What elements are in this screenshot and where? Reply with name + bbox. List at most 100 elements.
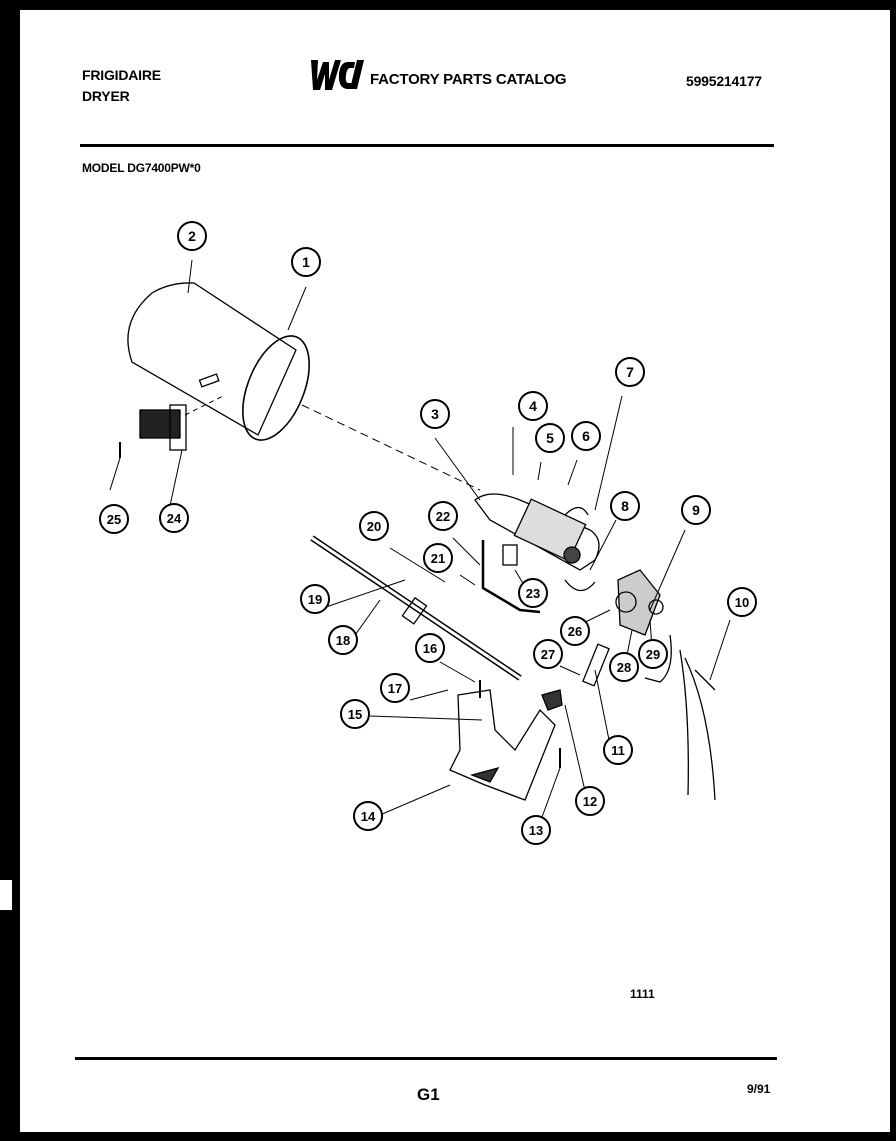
callout-number: 27 [541, 647, 555, 662]
callout-circle [533, 639, 563, 669]
callout-number: 21 [431, 551, 445, 566]
callout-14: 14 [353, 801, 383, 831]
callout-circle [423, 543, 453, 573]
callout-26: 26 [560, 616, 590, 646]
callout-circle [575, 786, 605, 816]
wci-logo [311, 60, 364, 90]
callout-5: 5 [535, 423, 565, 453]
callout-number: 16 [423, 641, 437, 656]
callout-21: 21 [423, 543, 453, 573]
callout-20: 20 [359, 511, 389, 541]
callout-number: 22 [436, 509, 450, 524]
callout-circle [159, 503, 189, 533]
callout-circle [328, 625, 358, 655]
callout-13: 13 [521, 815, 551, 845]
callout-17: 17 [380, 673, 410, 703]
callout-number: 14 [361, 809, 376, 824]
callout-number: 19 [308, 592, 322, 607]
callout-23: 23 [518, 578, 548, 608]
drum-slot [198, 373, 220, 388]
catalog-sheet: FRIGIDAIRE DRYER FACTORY PARTS CATALOG 5… [20, 10, 890, 1132]
header-divider [80, 144, 774, 147]
wire-4 [694, 669, 716, 691]
callout-number: 9 [692, 502, 700, 518]
callout-number: 28 [617, 660, 631, 675]
valve-coil-2 [648, 599, 664, 615]
callout-circle [615, 357, 645, 387]
callout-circle [610, 491, 640, 521]
sensor-body [139, 409, 181, 439]
callout-27: 27 [533, 639, 563, 669]
scan-edge-mark [0, 880, 12, 910]
callout-18: 18 [328, 625, 358, 655]
callout-24: 24 [159, 503, 189, 533]
wire-2 [684, 657, 716, 801]
callout-number: 17 [388, 681, 402, 696]
dryer-drum [127, 282, 297, 436]
callout-2: 2 [177, 221, 207, 251]
callout-28: 28 [609, 652, 639, 682]
bracket-foot [469, 766, 500, 783]
callout-number: 24 [167, 511, 182, 526]
callout-number: 2 [188, 228, 196, 244]
bracket-bottom [564, 579, 596, 592]
callout-circle [560, 616, 590, 646]
callout-circle [300, 584, 330, 614]
illustration-code: 1111 [630, 987, 655, 1001]
burner-port [563, 546, 581, 564]
callout-number: 23 [526, 586, 540, 601]
callout-19: 19 [300, 584, 330, 614]
callout-circle [359, 511, 389, 541]
footer-divider [75, 1057, 777, 1060]
callout-12: 12 [575, 786, 605, 816]
callout-circle [521, 815, 551, 845]
callout-4: 4 [518, 391, 548, 421]
revision-date: 9/91 [747, 1082, 771, 1096]
callout-circle [428, 501, 458, 531]
callout-circle [380, 673, 410, 703]
callout-number: 1 [302, 254, 310, 270]
callout-circle [291, 247, 321, 277]
callout-number: 13 [529, 823, 543, 838]
drum-opening [242, 335, 310, 441]
callout-29: 29 [638, 639, 668, 669]
callout-number: 3 [431, 406, 439, 422]
callout-number: 4 [529, 398, 537, 414]
callout-1: 1 [291, 247, 321, 277]
callout-circle [727, 587, 757, 617]
callout-circle [518, 578, 548, 608]
catalog-part-number: 5995214177 [686, 73, 762, 89]
support-bracket [449, 689, 556, 801]
igniter-block [502, 544, 518, 566]
callout-22: 22 [428, 501, 458, 531]
callout-10: 10 [727, 587, 757, 617]
callout-circle [603, 735, 633, 765]
callout-number: 29 [646, 647, 660, 662]
callout-leaders [109, 259, 731, 829]
wire-3 [644, 634, 672, 683]
callout-number: 26 [568, 624, 582, 639]
rod-clip [401, 596, 428, 625]
callout-3: 3 [420, 399, 450, 429]
callout-number: 10 [735, 595, 749, 610]
callout-circle [535, 423, 565, 453]
drum-axis-leader [301, 404, 481, 491]
callout-circle [571, 421, 601, 451]
callout-number: 20 [367, 519, 381, 534]
callout-number: 5 [546, 430, 554, 446]
callout-8: 8 [610, 491, 640, 521]
support-rod-inner [311, 536, 521, 680]
exploded-parts-diagram: 1234567891011121314151617181920212223242… [99, 221, 757, 845]
page-id: G1 [417, 1085, 440, 1104]
wci-logo-mark [311, 60, 364, 90]
callout-number: 12 [583, 794, 597, 809]
brand-name: FRIGIDAIRE [82, 67, 161, 83]
callout-number: 11 [611, 743, 625, 758]
callout-circle [609, 652, 639, 682]
callout-number: 15 [348, 707, 362, 722]
gas-valve [617, 569, 661, 636]
callout-16: 16 [415, 633, 445, 663]
callout-circle [177, 221, 207, 251]
